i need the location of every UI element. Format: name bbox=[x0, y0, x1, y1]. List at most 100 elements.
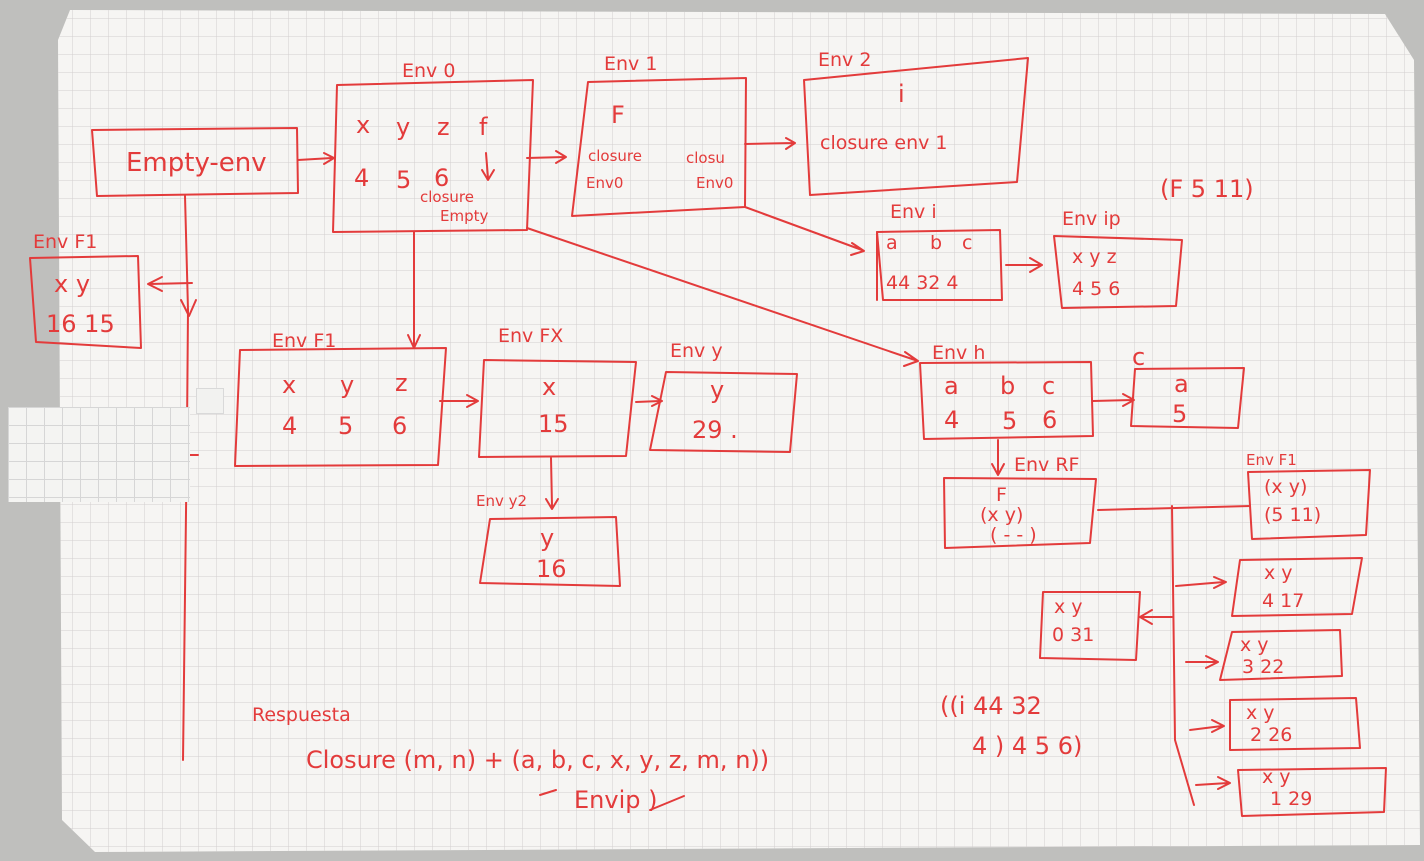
env0-value-6: 6 bbox=[434, 164, 450, 192]
env-y2-title: Env y2 bbox=[476, 492, 528, 510]
env-h-box bbox=[919, 361, 1094, 440]
env-h-4: 4 bbox=[944, 406, 960, 434]
env-fx-x: x bbox=[542, 373, 557, 401]
env0-y: y bbox=[396, 113, 411, 141]
ci-line-1: ((i 44 32 bbox=[940, 692, 1042, 720]
env1-closure-b: closu bbox=[686, 149, 725, 167]
env0-value-5: 5 bbox=[396, 166, 412, 194]
env-h-6: 6 bbox=[1042, 406, 1058, 434]
env-f1-right-values: (5 11) bbox=[1264, 504, 1322, 526]
env-i-title: Env i bbox=[890, 201, 937, 223]
empty-env-box bbox=[91, 127, 299, 197]
env-h-c: c bbox=[1042, 372, 1056, 400]
env-i-a: a bbox=[886, 232, 898, 254]
env0-empty: Empty bbox=[440, 207, 489, 225]
answer-line-1: Closure (m, n) + (a, b, c, x, y, z, m, n… bbox=[306, 746, 770, 774]
c-value: 5 bbox=[1172, 400, 1188, 428]
xy031-values: 0 31 bbox=[1052, 624, 1095, 646]
call-f-text: (F 5 11) bbox=[1160, 175, 1254, 203]
env-f1-mid-4: 4 bbox=[282, 412, 298, 440]
xy031-box bbox=[1039, 591, 1141, 661]
env-f1-mid-x: x bbox=[282, 371, 297, 399]
env-rf-blank: ( - - ) bbox=[990, 524, 1037, 546]
env-f1-mid-y: y bbox=[340, 371, 355, 399]
env-fx-box bbox=[478, 359, 637, 458]
env0-f: f bbox=[479, 113, 488, 141]
env-f1-mid-5: 5 bbox=[338, 412, 354, 440]
erased-square bbox=[196, 388, 224, 414]
env-h-a: a bbox=[944, 372, 959, 400]
r3-xy: x y bbox=[1246, 702, 1275, 724]
env-f1-mid-z: z bbox=[395, 369, 408, 397]
r3-values: 2 26 bbox=[1250, 724, 1293, 746]
env-y-y: y bbox=[710, 376, 725, 404]
env0-x: x bbox=[356, 111, 371, 139]
env-ip-box bbox=[1053, 235, 1183, 309]
env-h-b: b bbox=[1000, 372, 1016, 400]
env-f1-left-xy: x y bbox=[54, 270, 91, 298]
env-y2-box bbox=[479, 516, 621, 587]
env-f1-left-box bbox=[29, 255, 142, 349]
r2-box bbox=[1219, 629, 1343, 681]
env0-value-4: 4 bbox=[354, 164, 370, 192]
empty-env-label: Empty-env bbox=[126, 148, 267, 178]
env0-title: Env 0 bbox=[402, 60, 456, 82]
r4-values: 1 29 bbox=[1270, 788, 1313, 810]
r4-xy: x y bbox=[1262, 766, 1291, 788]
env-fx-title: Env FX bbox=[498, 325, 564, 347]
env-f1-left-values: 16 15 bbox=[46, 310, 115, 338]
env-f1-right-xy: (x y) bbox=[1264, 476, 1308, 498]
env2-title: Env 2 bbox=[818, 49, 872, 71]
env-f1-mid-title: Env F1 bbox=[272, 330, 337, 352]
env-h-5: 5 bbox=[1002, 407, 1018, 435]
env-i-values: 44 32 4 bbox=[886, 272, 959, 294]
c-a: a bbox=[1174, 370, 1189, 398]
env-i-c: c bbox=[962, 232, 973, 254]
env-f1-right-title: Env F1 bbox=[1246, 451, 1297, 469]
env0-closure: closure bbox=[420, 188, 474, 206]
r2-values: 3 22 bbox=[1242, 656, 1285, 678]
env1-env0-b: Env0 bbox=[696, 174, 734, 192]
env-y-value: 29 . bbox=[692, 416, 738, 444]
env-ip-title: Env ip bbox=[1062, 208, 1121, 230]
r2-xy: x y bbox=[1240, 634, 1269, 656]
env1-f: F bbox=[611, 101, 625, 129]
env-rf-xy: (x y) bbox=[980, 504, 1024, 526]
env2-closure: closure env 1 bbox=[820, 132, 948, 154]
c-title: c bbox=[1132, 343, 1146, 371]
respuesta-label: Respuesta bbox=[252, 704, 351, 726]
env-y2-value: 16 bbox=[536, 555, 567, 583]
r4-box bbox=[1237, 767, 1387, 817]
env-fx-value: 15 bbox=[538, 410, 569, 438]
env-y-title: Env y bbox=[670, 340, 723, 362]
r3-box bbox=[1229, 697, 1361, 751]
env2-box bbox=[803, 57, 1029, 196]
answer-line-2: Envip ) bbox=[574, 786, 658, 814]
env-i-b: b bbox=[930, 232, 943, 254]
env-rf-f: F bbox=[996, 484, 1007, 506]
r1-box bbox=[1231, 557, 1363, 617]
env1-closure-a: closure bbox=[588, 147, 642, 165]
env1-title: Env 1 bbox=[604, 53, 658, 75]
env-y2-y: y bbox=[540, 524, 555, 552]
xy031-xy: x y bbox=[1054, 596, 1083, 618]
env0-box bbox=[332, 79, 534, 233]
env-ip-xyz: x y z bbox=[1072, 246, 1117, 268]
env2-i: i bbox=[898, 80, 905, 108]
env-f1-mid-6: 6 bbox=[392, 412, 408, 440]
env0-z: z bbox=[437, 113, 450, 141]
env-i-box bbox=[876, 229, 1003, 301]
env-f1-right-box bbox=[1247, 469, 1371, 540]
env-ip-values: 4 5 6 bbox=[1072, 278, 1121, 300]
r1-xy: x y bbox=[1264, 562, 1293, 584]
c-box bbox=[1130, 367, 1245, 429]
ci-line-2: 4 ) 4 5 6) bbox=[972, 732, 1083, 760]
env-rf-title: Env RF bbox=[1014, 454, 1080, 476]
env-h-title: Env h bbox=[932, 342, 986, 364]
r1-values: 4 17 bbox=[1262, 590, 1305, 612]
env1-env0-a: Env0 bbox=[586, 174, 624, 192]
env-rf-box bbox=[943, 477, 1097, 549]
erased-patch bbox=[8, 407, 190, 502]
